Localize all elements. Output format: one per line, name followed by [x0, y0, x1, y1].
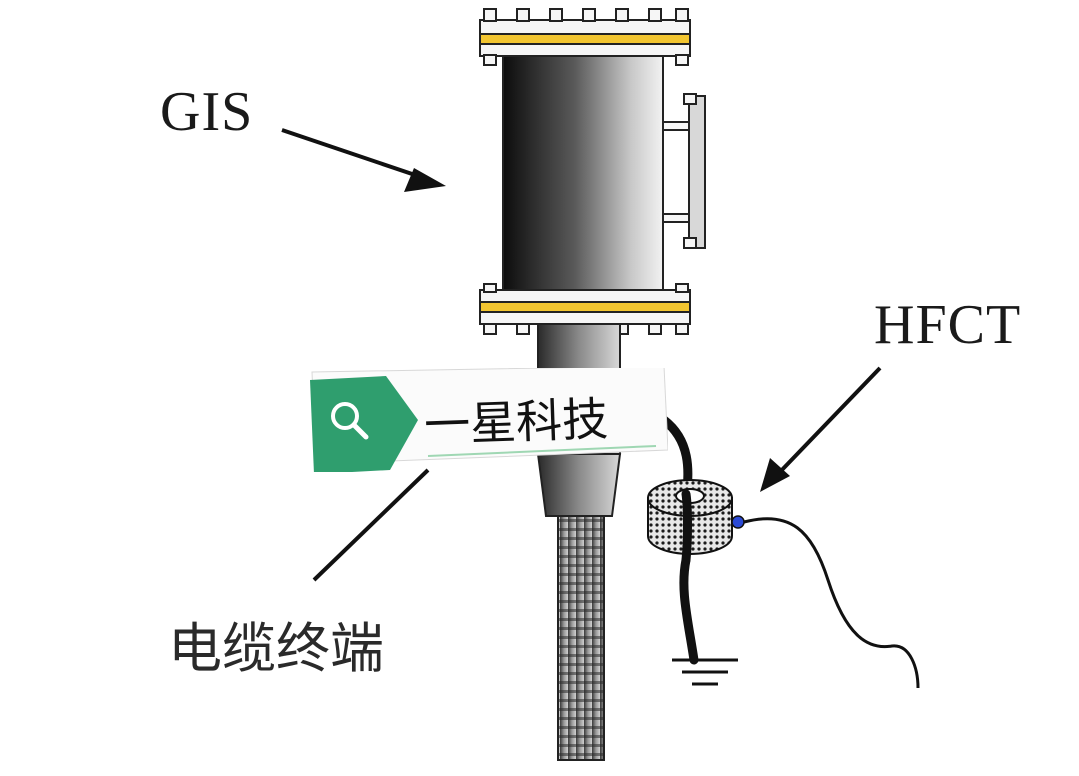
signal-cable	[743, 517, 920, 689]
ground-symbol	[672, 658, 738, 686]
watermark-text: 一星科技	[423, 391, 609, 453]
gis-arrow	[281, 128, 446, 192]
search-icon	[331, 402, 369, 440]
watermark-banner-shape	[310, 368, 668, 472]
top-flange	[479, 8, 691, 66]
watermark-banner: 一星科技	[308, 368, 668, 472]
gis-body	[502, 55, 664, 291]
side-port	[662, 93, 706, 249]
hfct-label: HFCT	[874, 294, 1022, 356]
cable-termination-label: 电缆终端	[168, 617, 384, 680]
gis-label: GIS	[160, 81, 254, 143]
hfct-arrow	[760, 366, 882, 492]
cable-termination-arrow	[312, 468, 430, 582]
hfct-sensor	[647, 479, 745, 565]
bottom-flange	[479, 283, 691, 335]
